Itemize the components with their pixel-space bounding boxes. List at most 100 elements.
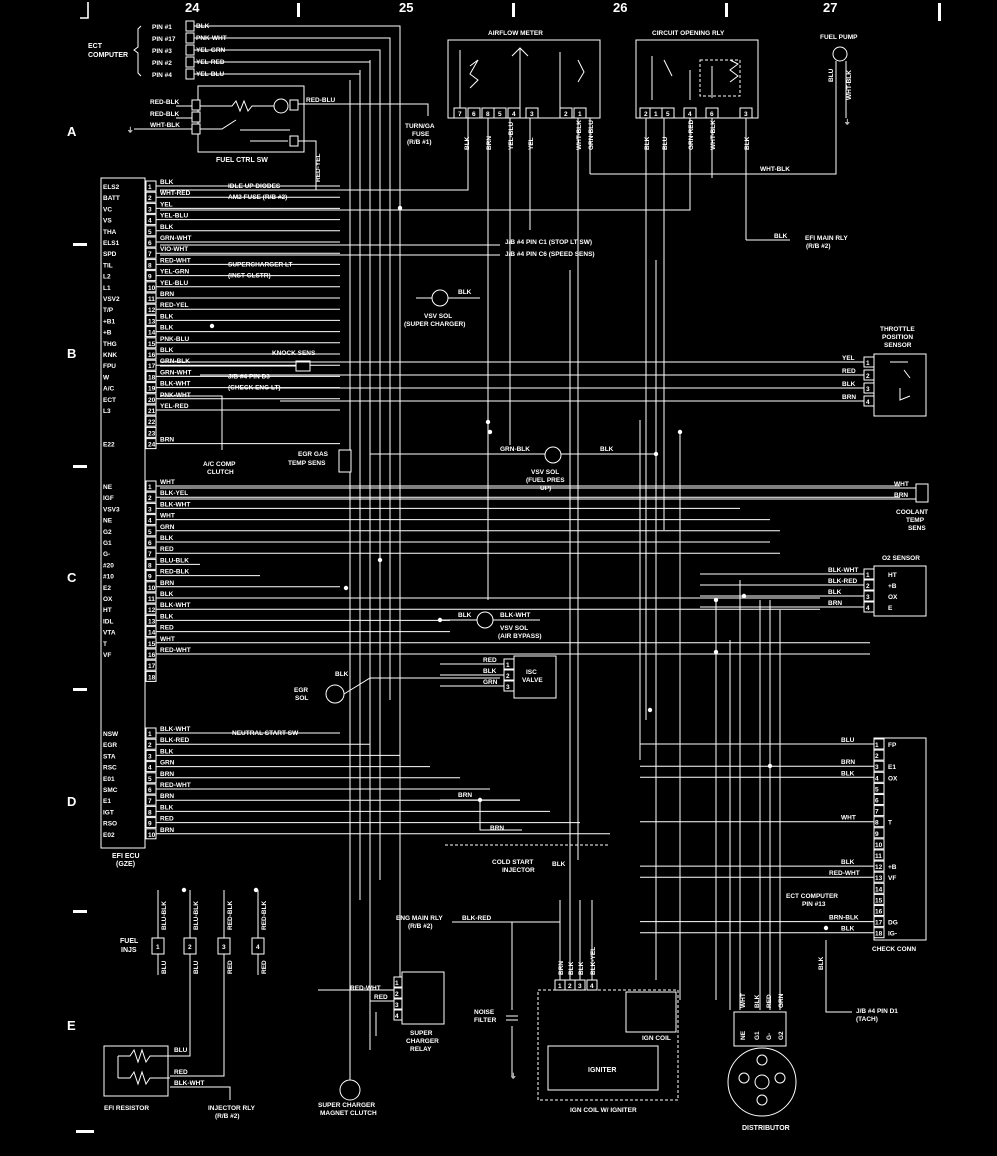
- fuel-pump-wire-2: WHT-BLK: [846, 70, 853, 100]
- ecu-wire-color: BLK-WHT: [160, 501, 190, 508]
- ecu-wire-color: RED: [160, 546, 174, 553]
- tps-wire-color: YEL: [842, 355, 855, 362]
- efi-resistor-coils: [117, 1048, 170, 1086]
- fuel-injector-top-wire: BLU-BLK: [193, 901, 200, 930]
- grid-rows: A B C D E: [67, 124, 94, 1133]
- ect-computer-title-1: ECT: [88, 43, 103, 50]
- ecu-wire-color: RED-BLK: [160, 569, 190, 576]
- ecu-pin-number: 15: [148, 641, 156, 648]
- fuel-ctrl-leads: [134, 105, 192, 130]
- check-conn-wire-color: BLK: [841, 770, 855, 777]
- ecu-pin-number: 5: [148, 776, 152, 783]
- ground-icon: ⏚: [844, 118, 851, 126]
- distributor-trunks: [569, 260, 781, 1010]
- ecu-pin-label: +B: [103, 330, 112, 337]
- ecu-pin-number: 6: [148, 787, 152, 794]
- fuel-ctrl-wire-1: RED-BLK: [150, 99, 180, 106]
- sc-relay-title-3: RELAY: [410, 1046, 432, 1053]
- ecu-pin-label: T/P: [103, 307, 114, 314]
- check-conn-pin-number: 10: [875, 842, 883, 849]
- ecu-wire-color: GRN: [160, 760, 175, 767]
- vertical-trunks: [160, 118, 747, 860]
- fuel-injector-number: 3: [222, 944, 226, 951]
- ect-pin-label: PIN #17: [152, 36, 176, 43]
- distributor-terminal: [756, 1054, 768, 1066]
- airflow-wire-color: WHT-BLK: [576, 120, 583, 150]
- airflow-meter-title: AIRFLOW METER: [488, 30, 543, 37]
- o2-wire-color: BRN: [828, 600, 842, 607]
- ecu-pin-label: ELS2: [103, 184, 120, 191]
- check-conn-pin: [873, 827, 885, 839]
- o2-pin-label: HT: [888, 572, 897, 579]
- ecu-wire-color: BLK-WHT: [160, 381, 190, 388]
- ecu-pin-label: E22: [103, 442, 115, 449]
- ect-pin13-1: ECT COMPUTER: [786, 893, 838, 900]
- fuel-ctrl-pin-4: [289, 99, 299, 111]
- tps-internal: [890, 361, 911, 401]
- ecu-wire-color: BLK-WHT: [160, 726, 190, 733]
- coolant-title-1: COOLANT: [896, 509, 928, 516]
- sc-relay-title-2: CHARGER: [406, 1038, 439, 1045]
- airflow-pin: [467, 107, 481, 119]
- sc-relay-pin-number: 3: [395, 1002, 399, 1009]
- ecu-pin-number: 2: [148, 495, 152, 502]
- ecu-wire-color: BLK: [160, 347, 174, 354]
- ecu-pin-label: IDL: [103, 618, 114, 625]
- ecu-pin-label: #10: [103, 574, 114, 581]
- cor-wire-color: BLK: [644, 136, 651, 150]
- fuel-injector-number: 4: [256, 944, 260, 951]
- injector-rly-2: (R/B #2): [215, 1113, 240, 1120]
- vsv-fuel-wire1: GRN-BLK: [500, 446, 530, 453]
- ecu-wire-color: YEL-BLU: [160, 213, 188, 220]
- egr-gas-title-2: TEMP SENS: [288, 460, 326, 467]
- fuel-injector-top-wire: RED-BLK: [261, 900, 268, 930]
- ecu-wire-color: BLK: [160, 313, 174, 320]
- sc-relay-pin-number: 1: [395, 980, 399, 987]
- ecu-pin-label: RSO: [103, 821, 117, 828]
- check-conn-pin-number: 7: [875, 809, 879, 816]
- ecu-pin-number: 10: [148, 832, 156, 839]
- vsv-fuel-pres: GRN-BLK BLK VSV SOL (FUEL PRES UP): [370, 446, 656, 492]
- airflow-pin-number: 2: [564, 111, 568, 118]
- check-conn-pin-label: T: [888, 820, 892, 827]
- isc-wire-color: BLK: [483, 668, 497, 675]
- ecu-wire-color: RED-WHT: [160, 647, 191, 654]
- ecu-pin-label: SMC: [103, 787, 118, 794]
- vsv-fuel-sol: [544, 446, 562, 464]
- vsv-super-title-1: VSV SOL: [424, 313, 452, 320]
- ecu-pin-label: NSW: [103, 731, 119, 738]
- fuel-injector-bot-wire: BLU: [193, 960, 200, 974]
- distributor-wire-color: RED: [766, 994, 773, 1008]
- check-conn-pin-number: 4: [875, 775, 879, 782]
- ecu-wire-color: BLK: [160, 591, 174, 598]
- ecu-pin-number: 22: [148, 419, 156, 426]
- airflow-wire-color: YEL-BLU: [508, 122, 515, 150]
- turn-ga-label-1: TURN/GA: [405, 123, 435, 130]
- vsv-air-wire1: BLK: [458, 612, 472, 619]
- ecu-pin-label: VF: [103, 652, 111, 659]
- ecu-pin-number: 14: [148, 330, 156, 337]
- ecu-wire-color: WHT: [160, 479, 175, 486]
- sc-relay-pin-number: 2: [395, 991, 399, 998]
- distributor-pin-label: G1: [754, 1031, 761, 1040]
- ecu-pin-number: 11: [148, 596, 155, 603]
- fuel-ctrl-pin-3: [191, 123, 201, 135]
- sc-relay-pin: [393, 987, 403, 999]
- ecu-pin-label: SPD: [103, 251, 117, 258]
- ecu-pin-number: 18: [148, 374, 156, 381]
- check-conn-pin: [873, 893, 885, 905]
- grid-tick: [73, 243, 87, 246]
- junction-dot: [253, 887, 259, 893]
- ecu-wire-color: BLK: [160, 535, 174, 542]
- ecu-pin-label: E02: [103, 832, 115, 839]
- fuel-injector-number: 2: [188, 944, 192, 951]
- ecu-wire-color: RED: [160, 816, 174, 823]
- grid-row-c: C: [67, 570, 77, 585]
- egr-sol-title-2: SOL: [295, 695, 308, 702]
- junction-dot: [713, 649, 719, 655]
- grid-header: 24 25 26 27: [80, 0, 941, 21]
